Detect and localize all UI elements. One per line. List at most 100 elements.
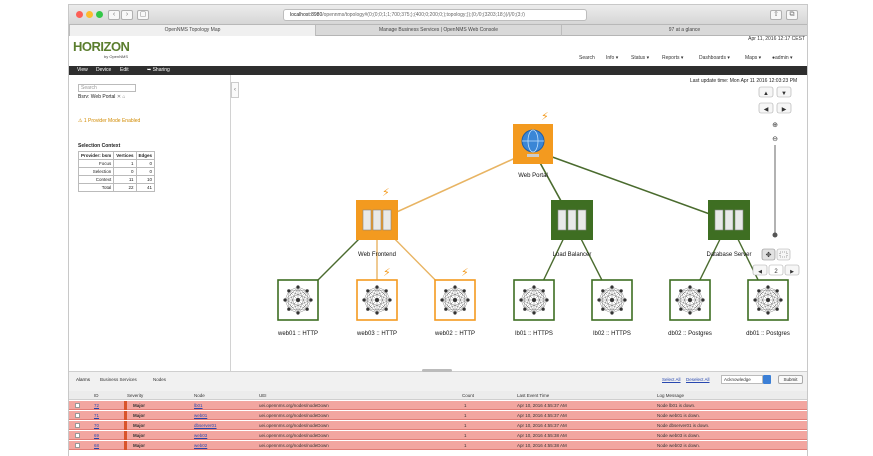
col-header-uei[interactable]: UEI [259,393,267,398]
minimize-window-button[interactable] [86,11,93,18]
table-row[interactable] [69,431,807,440]
horizon-logo[interactable]: HORIZON [73,39,130,54]
cell-node[interactable]: web02 [194,443,208,448]
cell-id[interactable]: 70 [94,423,100,428]
leaf-node[interactable]: lb02 :: HTTPS [591,279,633,337]
pan-left-button[interactable] [758,102,774,114]
tab-topology-map[interactable]: OpenNMS Topology Map [69,25,315,36]
leaf-node[interactable]: web01 :: HTTP [277,279,319,337]
pan-up-button[interactable] [758,86,774,98]
remove-focus-icon[interactable]: ✕ [116,94,122,100]
row-checkbox[interactable] [75,403,80,408]
nav-dashboards[interactable]: Dashboards ▾ [699,55,730,61]
sidebar-toggle-icon[interactable]: ▢ [137,10,149,20]
mesh-node [362,298,366,302]
mesh-node [462,307,466,311]
cell-severity: Major [133,423,146,428]
pane-splitter-handle[interactable] [422,369,452,372]
search-input[interactable]: Search [78,84,136,92]
submit-button[interactable]: Submit [778,375,803,384]
row-checkbox[interactable] [75,423,80,428]
mesh-line [441,299,446,310]
cell-id[interactable]: 68 [94,443,100,448]
node-database-server[interactable]: Database Server [706,200,752,258]
row-checkbox[interactable] [75,413,80,418]
topology-graph[interactable]: ⚡ Web Portal ⚡ Web Frontend Load Balance… [232,75,807,366]
menu-view[interactable]: View [77,67,88,73]
tab-alarms[interactable]: Alarms [76,377,91,382]
nav-status[interactable]: Status ▾ [631,55,650,61]
cell-id[interactable]: 69 [94,433,100,438]
tab-business-services[interactable]: Manage Business Services | OpenNMS Web C… [315,25,561,36]
nav-dashboards-label: Dashboards [699,55,726,61]
collapse-sidebar-button[interactable]: ‹ [231,82,239,98]
menu-device[interactable]: Device [96,67,112,73]
select-tool-button[interactable] [761,248,776,261]
leaf-node[interactable]: lb01 :: HTTPS [513,279,555,337]
szl-increase-button[interactable] [784,264,800,276]
cell-node[interactable]: web01 [194,413,208,418]
service-mesh-icon [766,298,770,302]
leaf-node[interactable]: db01 :: Postgres [746,279,790,337]
col-header-node[interactable]: Node [194,393,205,398]
close-window-button[interactable] [76,11,83,18]
node-load-balancer[interactable]: Load Balancer [551,200,593,258]
back-arrow-icon[interactable]: ‹ [108,10,120,20]
pan-down-button[interactable] [776,86,792,98]
col-header-count[interactable]: Count [462,393,475,398]
col-header-id[interactable]: ID [94,393,99,398]
home-icon[interactable]: ⌂ [122,94,126,100]
table-row[interactable] [69,411,807,420]
row-checkbox[interactable] [75,433,80,438]
row-checkbox[interactable] [75,443,80,448]
cell-id[interactable]: 72 [94,403,100,408]
action-select[interactable]: Acknowledge [721,375,763,384]
zoom-in-icon[interactable]: ⊕ [772,122,778,129]
nav-search[interactable]: Search [579,55,595,61]
dropdown-arrow-icon[interactable] [763,375,771,384]
leaf-node[interactable]: ⚡web03 :: HTTP [356,266,398,337]
table-row[interactable] [69,441,807,450]
table-row[interactable] [69,421,807,430]
tab-nodes[interactable]: Nodes [153,377,167,382]
address-bar[interactable]: localhost:8980/opennms/topology#(0;(0;0;… [283,9,587,21]
cell-node[interactable]: web03 [194,433,208,438]
cell-id[interactable]: 71 [94,413,100,418]
pan-right-button[interactable] [776,102,792,114]
nav-maps[interactable]: Maps ▾ [745,55,762,61]
szl-decrease-button[interactable] [752,264,768,276]
tab-business-services[interactable]: Business Services [100,377,137,382]
warning-icon: ⚠ [78,118,84,124]
show-tabs-icon[interactable]: ⧉ [786,10,798,20]
select-all-link[interactable]: Select All [662,377,681,382]
leaf-node[interactable]: db02 :: Postgres [668,279,712,337]
nav-info[interactable]: Info ▾ [606,55,619,61]
mesh-node [532,285,536,289]
marquee-tool-button[interactable] [776,248,791,261]
menu-edit[interactable]: Edit [120,67,129,73]
cell-node[interactable]: lb01 [194,403,203,408]
share-icon[interactable]: ⇧ [770,10,782,20]
zoom-out-icon[interactable]: ⊖ [772,136,778,143]
table-row[interactable] [69,401,807,410]
mesh-line [543,299,548,310]
cell-time: Apr 10, 2016 4:55:37 AM [517,423,567,428]
zoom-slider-handle[interactable] [772,232,778,238]
tab-at-a-glance[interactable]: 97 at a glance [561,25,807,36]
node-web-frontend[interactable]: ⚡ Web Frontend [356,186,398,258]
menu-sharing[interactable]: ➥ Sharing [147,66,170,75]
col-header-log-message[interactable]: Log Message [657,393,685,398]
node-web-portal[interactable]: ⚡ Web Portal [513,110,553,179]
leaf-node[interactable]: ⚡web02 :: HTTP [434,266,476,337]
cell-node[interactable]: dbserver01 [194,423,217,428]
zoom-window-button[interactable] [96,11,103,18]
deselect-all-link[interactable]: Deselect All [686,377,710,382]
nav-admin[interactable]: ●admin ▾ [772,55,793,61]
col-header-severity[interactable]: Severity [127,393,144,398]
mesh-node [766,311,770,315]
forward-arrow-icon[interactable]: › [121,10,133,20]
mesh-line [464,290,469,301]
nav-reports[interactable]: Reports ▾ [662,55,684,61]
col-header-last-event-time[interactable]: Last Event Time [517,393,550,398]
server-icon [724,209,734,231]
